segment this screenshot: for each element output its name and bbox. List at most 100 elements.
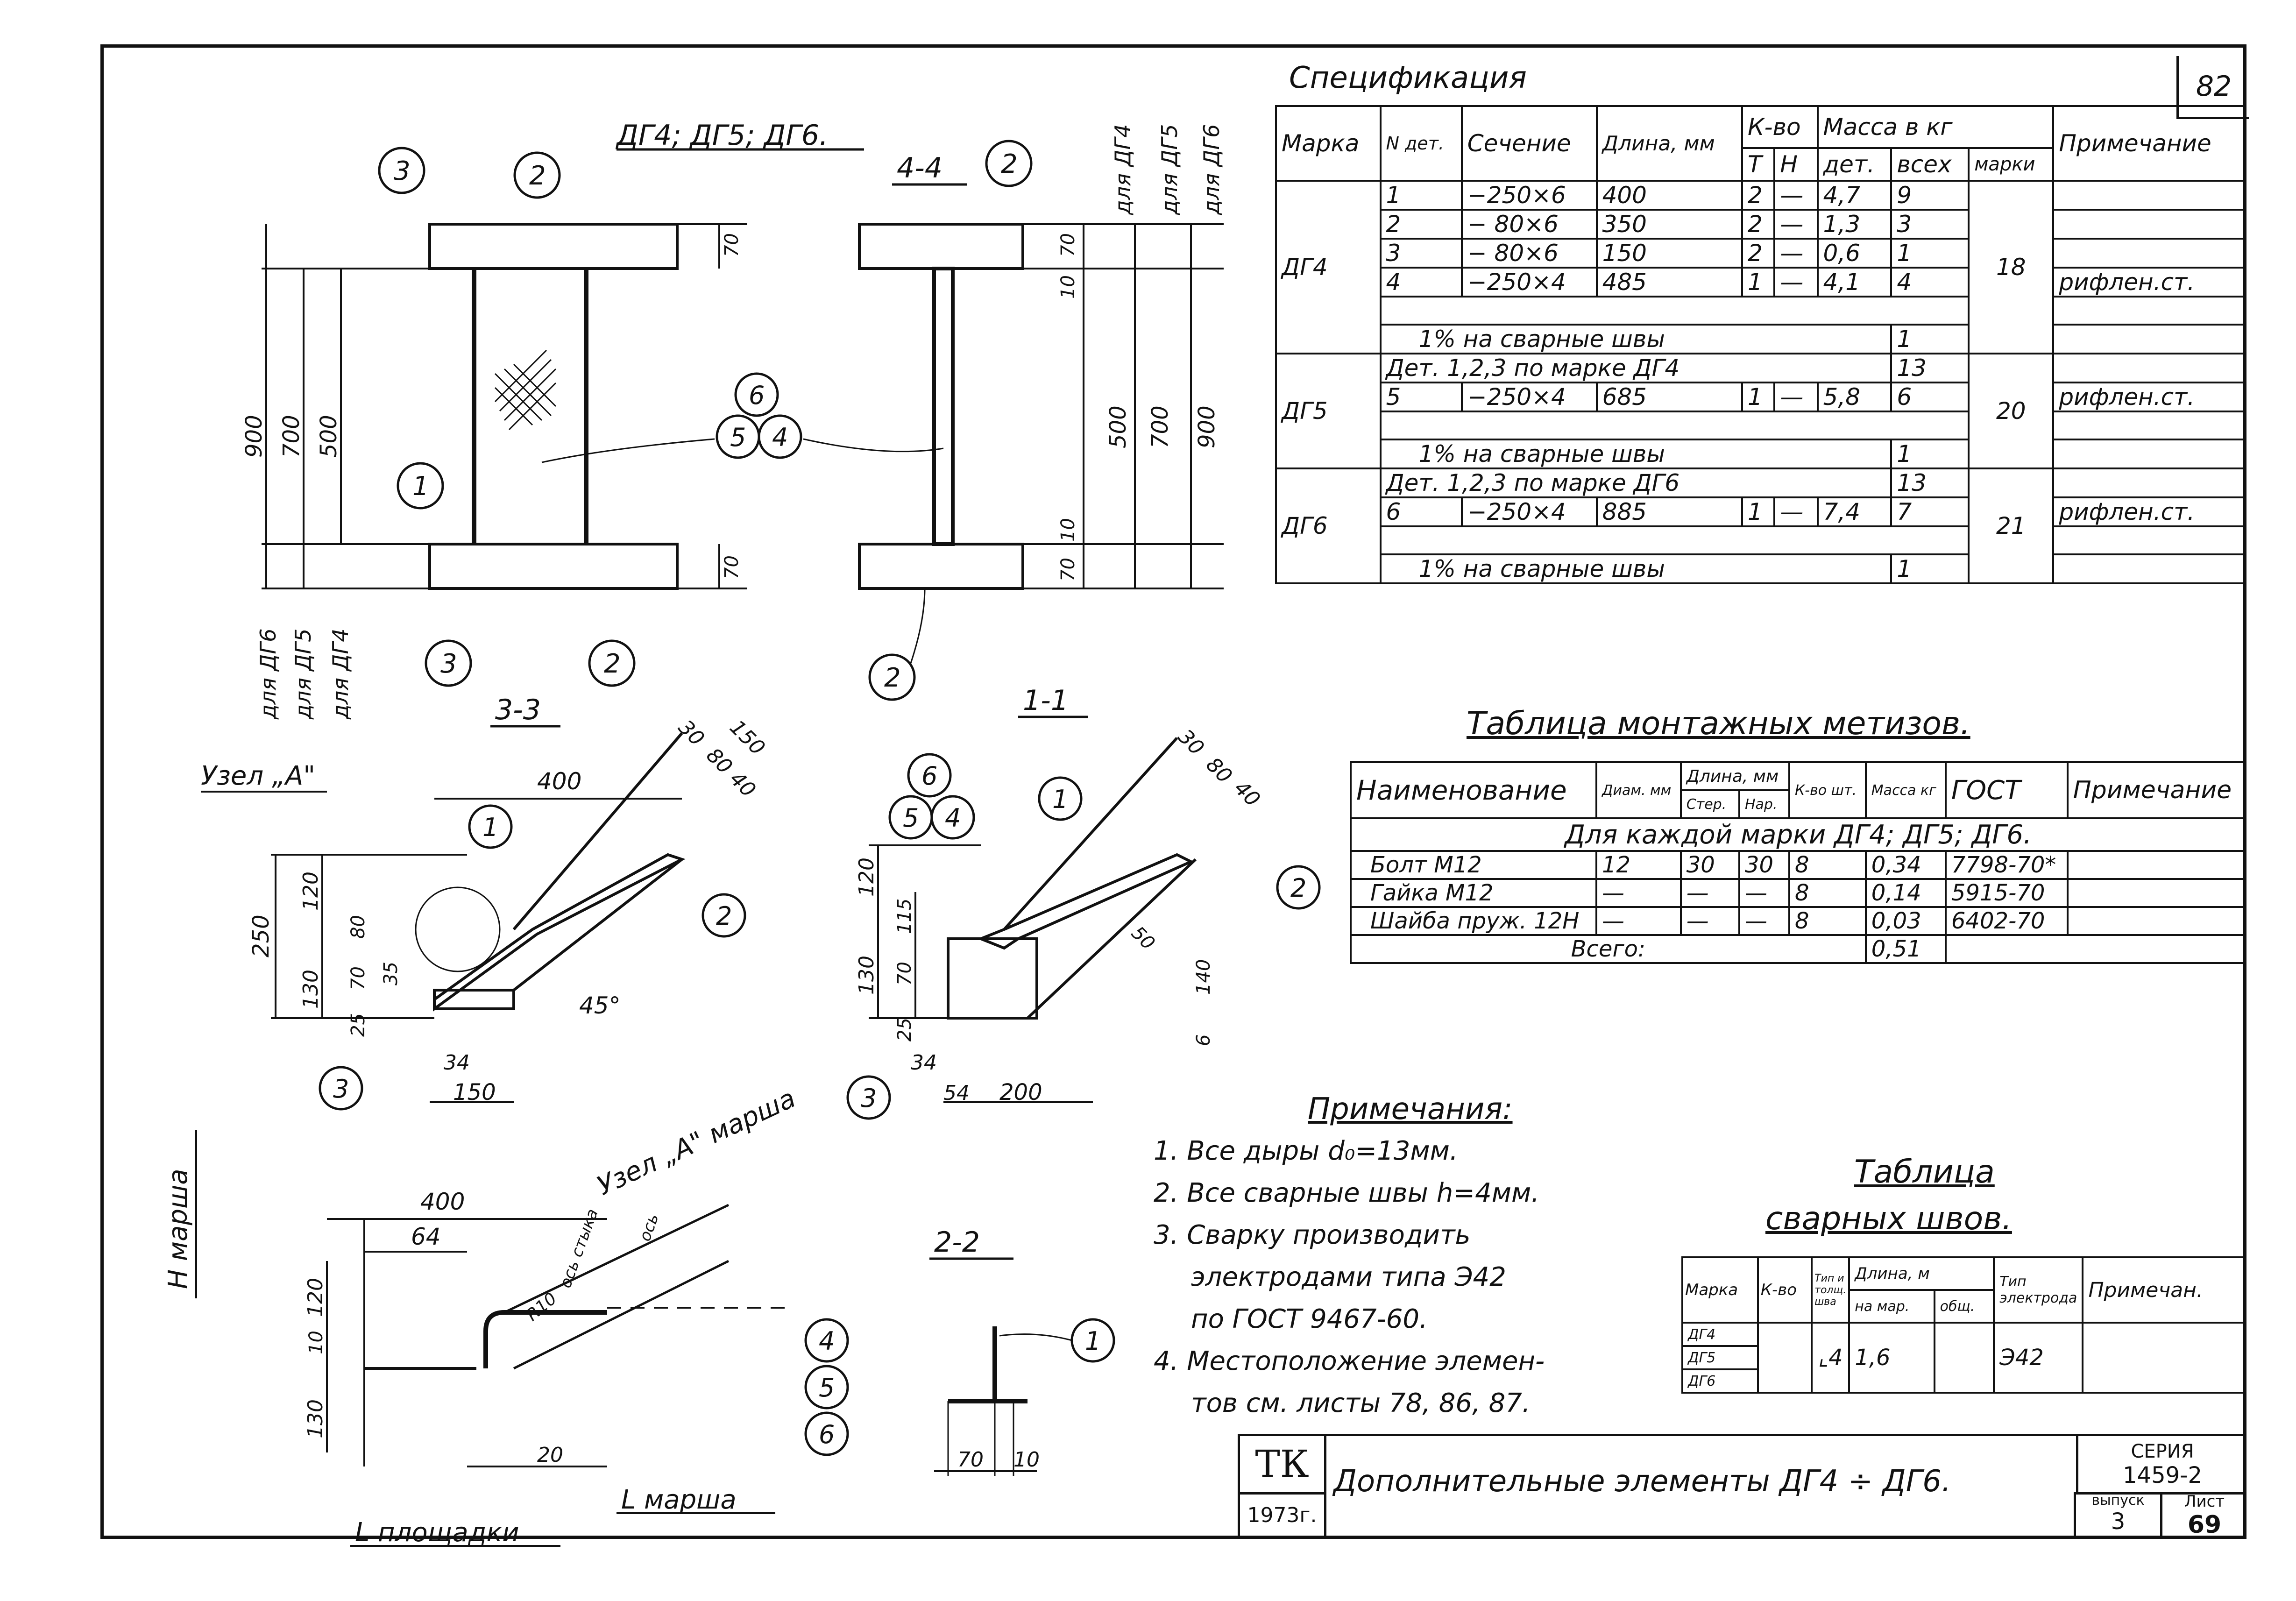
weld-tip-value: 4 [1828, 1345, 1843, 1371]
cell: 1 [1890, 553, 1970, 584]
cell: 0,34 [1864, 850, 1947, 880]
note-line-5: по ГОСТ 9467-60. [1191, 1304, 1428, 1334]
dim-11-80: 80 [1201, 753, 1237, 788]
table-row: 3 − 80×6 150 2 — 0,6 1 [1276, 238, 2246, 269]
cell: 685 [1595, 382, 1743, 412]
h-marsha-label: H марша [163, 1169, 193, 1289]
dim-33-30: 30 [673, 715, 709, 751]
cell: 485 [1595, 267, 1743, 298]
title-block: ТК 1973г. Дополнительные элементы ДГ4 ÷ … [1238, 1434, 2246, 1539]
specification-table: Марка N дет. Сечение Длина, мм К-во Масс… [1275, 105, 2246, 584]
spec-weld-dg4: 1% на сварные швы [1379, 324, 1892, 354]
spec-title: Спецификация [1289, 61, 1527, 95]
cell: 5 [1379, 382, 1463, 412]
spec-total-dg6: 21 [1968, 468, 2055, 584]
cell: 1 [1741, 496, 1776, 527]
dim-33-130: 130 [299, 970, 323, 1009]
marker-5: 5 [730, 423, 746, 452]
cell: — [1738, 906, 1790, 936]
dim-uzel-120: 120 [304, 1278, 327, 1317]
dim-44-70a: 70 [1057, 233, 1079, 257]
cell [2052, 411, 2246, 440]
cell: 1 [1741, 382, 1776, 412]
uzel-a-marsha-label: Узел „А" марша [592, 1083, 800, 1202]
table-row: Шайба пруж. 12Н — — — 8 0,03 6402-70 [1349, 906, 2247, 936]
table-row: 4 −250×4 485 1 — 4,1 4 рифлен.ст. [1276, 267, 2246, 298]
dim-11-120: 120 [855, 857, 879, 897]
cell: — [1595, 878, 1682, 908]
dim-70-top: 70 [721, 233, 743, 257]
cell [2052, 468, 2246, 498]
cell: 13 [1890, 353, 1970, 383]
weld-mark-dg5: ДГ5 [1681, 1345, 1759, 1370]
cell: 1 [1890, 324, 1970, 354]
vypusk-value: 3 [2111, 1509, 2126, 1535]
cell: 3 [1379, 238, 1463, 269]
node-a-stair: Узел „А" марша H марша 400 64 120 10 130… [163, 1083, 849, 1548]
dim-33-250: 250 [248, 914, 274, 957]
spec-marka-dg5: ДГ5 [1275, 353, 1382, 469]
cell [1379, 411, 1970, 440]
main-view: ДГ4; ДГ5; ДГ6. 900 700 [241, 119, 944, 720]
table-row: ДГ5 Дет. 1,2,3 по марке ДГ4 13 20 [1275, 353, 2246, 469]
cell [1379, 296, 1970, 326]
dim-22-70: 70 [957, 1448, 984, 1472]
for-dg5-label: для ДГ5 [291, 629, 316, 720]
dim-11-140: 140 [1193, 959, 1214, 995]
dim-33-35: 35 [380, 962, 402, 985]
cell: 150 [1595, 238, 1743, 269]
l-marsha-label: L марша [621, 1485, 737, 1515]
dim-33-150b: 150 [453, 1079, 496, 1105]
cell [1757, 1322, 1813, 1394]
table-row: 2 − 80×6 350 2 — 1,3 3 [1276, 209, 2246, 240]
spec-total-dg4: 18 [1968, 180, 2055, 354]
marker-2-top: 2 [529, 161, 546, 191]
table-row: ДГ4 1 −250×6 400 2 — 4,7 9 18 [1275, 180, 2246, 354]
marker-6-uzel: 6 [819, 1420, 835, 1449]
cell: 885 [1595, 496, 1743, 527]
dim-44-500: 500 [1105, 405, 1131, 448]
dim-22-10: 10 [1013, 1448, 1040, 1472]
marker-4-uzel: 4 [819, 1326, 835, 1356]
seriya-value: 1459-2 [2122, 1462, 2202, 1488]
dim-33-70: 70 [347, 966, 369, 990]
main-view-title: ДГ4; ДГ5; ДГ6. [615, 119, 828, 152]
cell: рифлен.ст. [2052, 382, 2246, 412]
dim-44-10b: 10 [1057, 518, 1079, 542]
table-row: ДГ6 [1681, 1368, 2246, 1394]
fasteners-subtitle: Для каждой марки ДГ4; ДГ5; ДГ6. [1350, 817, 2246, 852]
cell: 30 [1738, 850, 1790, 880]
cell: 6 [1890, 382, 1970, 412]
table-row: 1% на сварные швы 1 [1276, 439, 2246, 469]
uzel-a-label: Узел „А" [201, 761, 315, 791]
cell: 30 [1679, 850, 1740, 880]
cell [2052, 238, 2246, 269]
dim-11-50: 50 [1127, 922, 1159, 955]
for-dg4-44: для ДГ4 [1110, 124, 1135, 215]
weld-tip-cell: ⌞4 [1811, 1322, 1850, 1394]
cell: — [1679, 878, 1740, 908]
welds-table: Марка К-во Тип и толщ. шва Длина, м Тип … [1681, 1256, 2246, 1394]
spec-h-t: Т [1741, 147, 1776, 182]
cell: 2 [1741, 180, 1776, 211]
cell [2052, 553, 2246, 584]
for-dg6-label: для ДГ6 [255, 629, 281, 720]
fasteners-total-value: 0,51 [1864, 934, 1947, 964]
cell [1933, 1322, 1995, 1394]
fast-h-diam: Диам. мм [1595, 761, 1682, 819]
dim-33-40: 40 [725, 767, 760, 802]
spec-total-dg5: 20 [1968, 353, 2055, 469]
list-value: 69 [2187, 1511, 2222, 1539]
marker-2-bottom: 2 [604, 649, 621, 679]
cell: 1,3 [1816, 209, 1892, 240]
dim-11-40: 40 [1229, 776, 1265, 812]
note-line-7: тов см. листы 78, 86, 87. [1191, 1388, 1531, 1418]
table-row: Всего: 0,51 [1350, 934, 2247, 964]
section-3-3: 3-3 Узел „А" 400 30 80 40 150 120 80 250… [201, 694, 770, 1111]
notes-block: Примечания: 1. Все дыры d₀=13мм. 2. Все … [1154, 1088, 1545, 1424]
marker-2-33: 2 [716, 901, 732, 931]
cell: −250×4 [1460, 267, 1598, 298]
dim-33-120: 120 [299, 871, 323, 911]
spec-h-marka: Марка [1275, 105, 1382, 182]
cell: 4 [1890, 267, 1970, 298]
